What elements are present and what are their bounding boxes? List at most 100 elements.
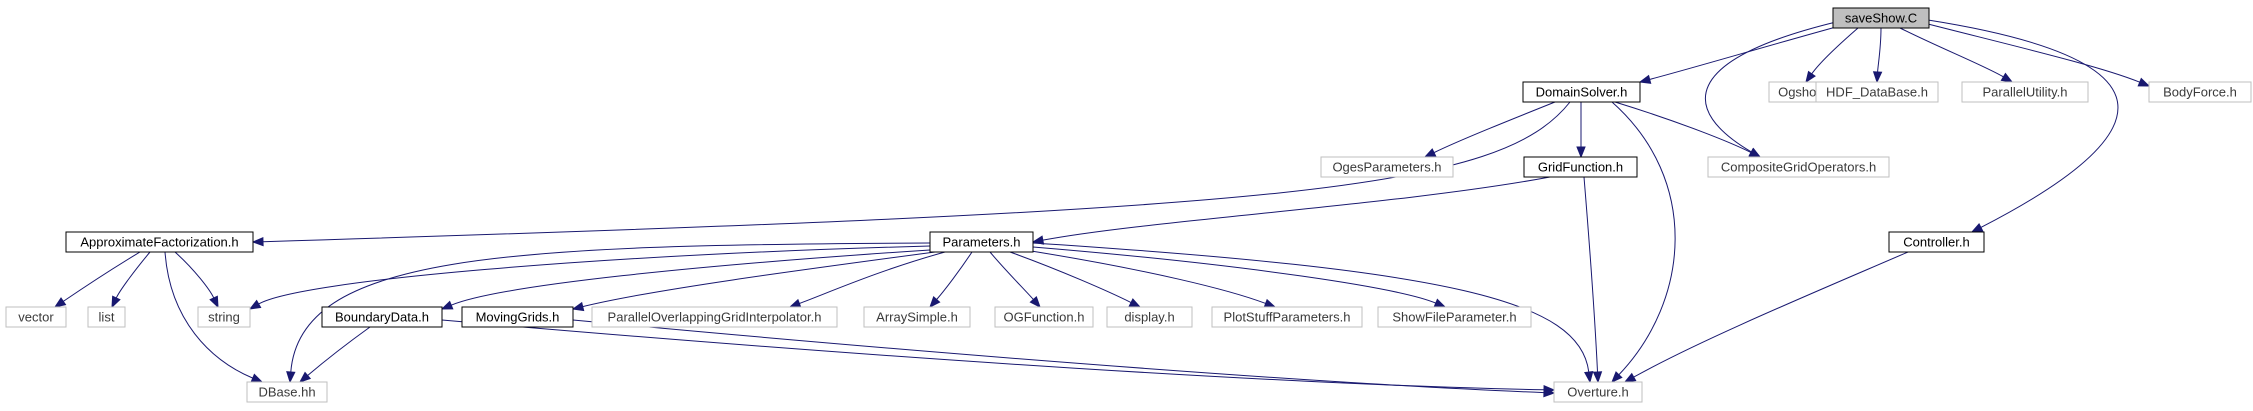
edge-arrowhead — [1543, 387, 1556, 398]
edge-line — [1583, 176, 1599, 373]
node-display: display.h — [1106, 306, 1193, 328]
edge-line — [451, 249, 931, 306]
node-label: OgesParameters.h — [1332, 160, 1441, 175]
edge-line — [441, 319, 1545, 391]
node-label: display.h — [1124, 310, 1174, 325]
edge-Parameters-to-display — [1009, 251, 1142, 308]
edge-arrowhead — [1584, 371, 1594, 384]
edge-GridFunction-to-Overture — [1583, 176, 1603, 384]
node-OgesParameters: OgesParameters.h — [1320, 156, 1454, 178]
node-Controller[interactable]: Controller.h — [1888, 231, 1985, 253]
edge-line — [1633, 251, 1909, 378]
node-box — [929, 231, 1034, 253]
edge-DomainSolver-to-ApproximateFactorization — [251, 101, 1571, 247]
node-box — [197, 306, 251, 328]
edge-arrowhead — [1128, 298, 1142, 308]
edge-line — [307, 326, 371, 376]
node-GridFunction[interactable]: GridFunction.h — [1523, 156, 1638, 178]
node-POGI: ParallelOverlappingGridInterpolator.h — [591, 306, 838, 328]
node-MovingGrids[interactable]: MovingGrids.h — [461, 306, 574, 328]
node-Parameters[interactable]: Parameters.h — [929, 231, 1034, 253]
edge-ApproximateFactorization-to-list — [111, 251, 151, 309]
node-box — [1211, 306, 1363, 328]
edge-Parameters-to-ArraySimple — [929, 251, 973, 309]
edge-line — [936, 251, 973, 300]
edge-ApproximateFactorization-to-string — [174, 251, 219, 309]
node-DomainSolver[interactable]: DomainSolver.h — [1522, 81, 1641, 103]
node-box — [1106, 306, 1193, 328]
node-box — [1522, 81, 1641, 103]
edge-saveShow-to-Ogshow — [1805, 27, 1859, 84]
node-label: Overture.h — [1567, 385, 1628, 400]
node-box — [65, 231, 254, 253]
edge-arrowhead — [571, 301, 585, 312]
edge-arrowhead — [2000, 72, 2014, 83]
edge-arrowhead — [2137, 77, 2151, 87]
node-DBase: DBase.hh — [246, 381, 328, 403]
edge-arrowhead — [1638, 74, 1652, 84]
node-label: HDF_DataBase.h — [1826, 85, 1928, 100]
node-label: BoundaryData.h — [335, 310, 429, 325]
edge-line — [1927, 19, 2119, 228]
node-box — [87, 306, 126, 328]
edge-line — [1927, 23, 2140, 83]
edge-line — [262, 101, 1571, 243]
node-box — [1523, 156, 1638, 178]
edge-arrowhead — [1029, 295, 1041, 309]
edge-arrowhead — [1263, 298, 1277, 308]
edge-line — [1009, 251, 1132, 303]
edge-arrowhead — [1423, 148, 1437, 158]
node-box — [591, 306, 838, 328]
node-box — [1320, 156, 1454, 178]
node-OGFunction: OGFunction.h — [994, 306, 1094, 328]
edge-arrowhead — [1805, 70, 1816, 84]
node-label: Controller.h — [1903, 235, 1969, 250]
edge-arrowhead — [788, 298, 802, 308]
edge-DomainSolver-to-Overture — [1611, 101, 1676, 383]
edge-line — [1032, 246, 1436, 304]
edge-line — [164, 251, 253, 379]
edge-arrowhead — [298, 371, 312, 383]
node-label: ArraySimple.h — [876, 310, 958, 325]
edge-DomainSolver-to-OgesParameters — [1423, 101, 1556, 158]
node-box — [2148, 81, 2252, 103]
edge-saveShow-to-HDF — [1872, 27, 1883, 84]
edges-layer — [53, 19, 2151, 398]
edge-line — [1877, 27, 1882, 73]
node-label: list — [99, 310, 115, 325]
edge-ApproximateFactorization-to-vector — [53, 251, 141, 308]
edge-line — [1024, 249, 1266, 304]
edge-Parameters-to-MovingGrids — [571, 251, 936, 312]
edge-line — [1899, 27, 2004, 78]
edge-Parameters-to-POGI — [788, 251, 946, 308]
node-label: ParallelOverlappingGridInterpolator.h — [608, 310, 822, 325]
node-label: ParallelUtility.h — [1982, 85, 2067, 100]
edge-line — [1811, 27, 1859, 75]
node-label: MovingGrids.h — [476, 310, 560, 325]
node-label: DomainSolver.h — [1536, 85, 1628, 100]
edge-Parameters-to-string — [248, 245, 931, 310]
node-ShowFileParameter: ShowFileParameter.h — [1377, 306, 1532, 328]
node-box — [246, 381, 328, 403]
edge-arrowhead — [929, 295, 941, 309]
node-label: saveShow.C — [1845, 11, 1917, 26]
node-box — [1815, 81, 1939, 103]
node-box — [1377, 306, 1532, 328]
node-label: CompositeGridOperators.h — [1721, 160, 1876, 175]
edge-line — [1032, 242, 1590, 373]
edge-arrowhead — [286, 371, 296, 384]
edge-arrowhead — [111, 295, 121, 309]
edge-saveShow-to-BodyForce — [1927, 23, 2151, 87]
edge-line — [1433, 101, 1556, 154]
node-ApproximateFactorization[interactable]: ApproximateFactorization.h — [65, 231, 254, 253]
node-box — [1707, 156, 1890, 178]
edge-line — [62, 251, 141, 302]
node-BoundaryData[interactable]: BoundaryData.h — [321, 306, 443, 328]
edge-arrowhead — [251, 236, 264, 247]
edge-line — [1611, 101, 1676, 376]
node-box — [994, 306, 1094, 328]
edge-arrowhead — [440, 300, 454, 310]
node-saveShow[interactable]: saveShow.C — [1832, 7, 1930, 29]
node-label: OGFunction.h — [1004, 310, 1085, 325]
edge-saveShow-to-Controller — [1927, 19, 2119, 233]
